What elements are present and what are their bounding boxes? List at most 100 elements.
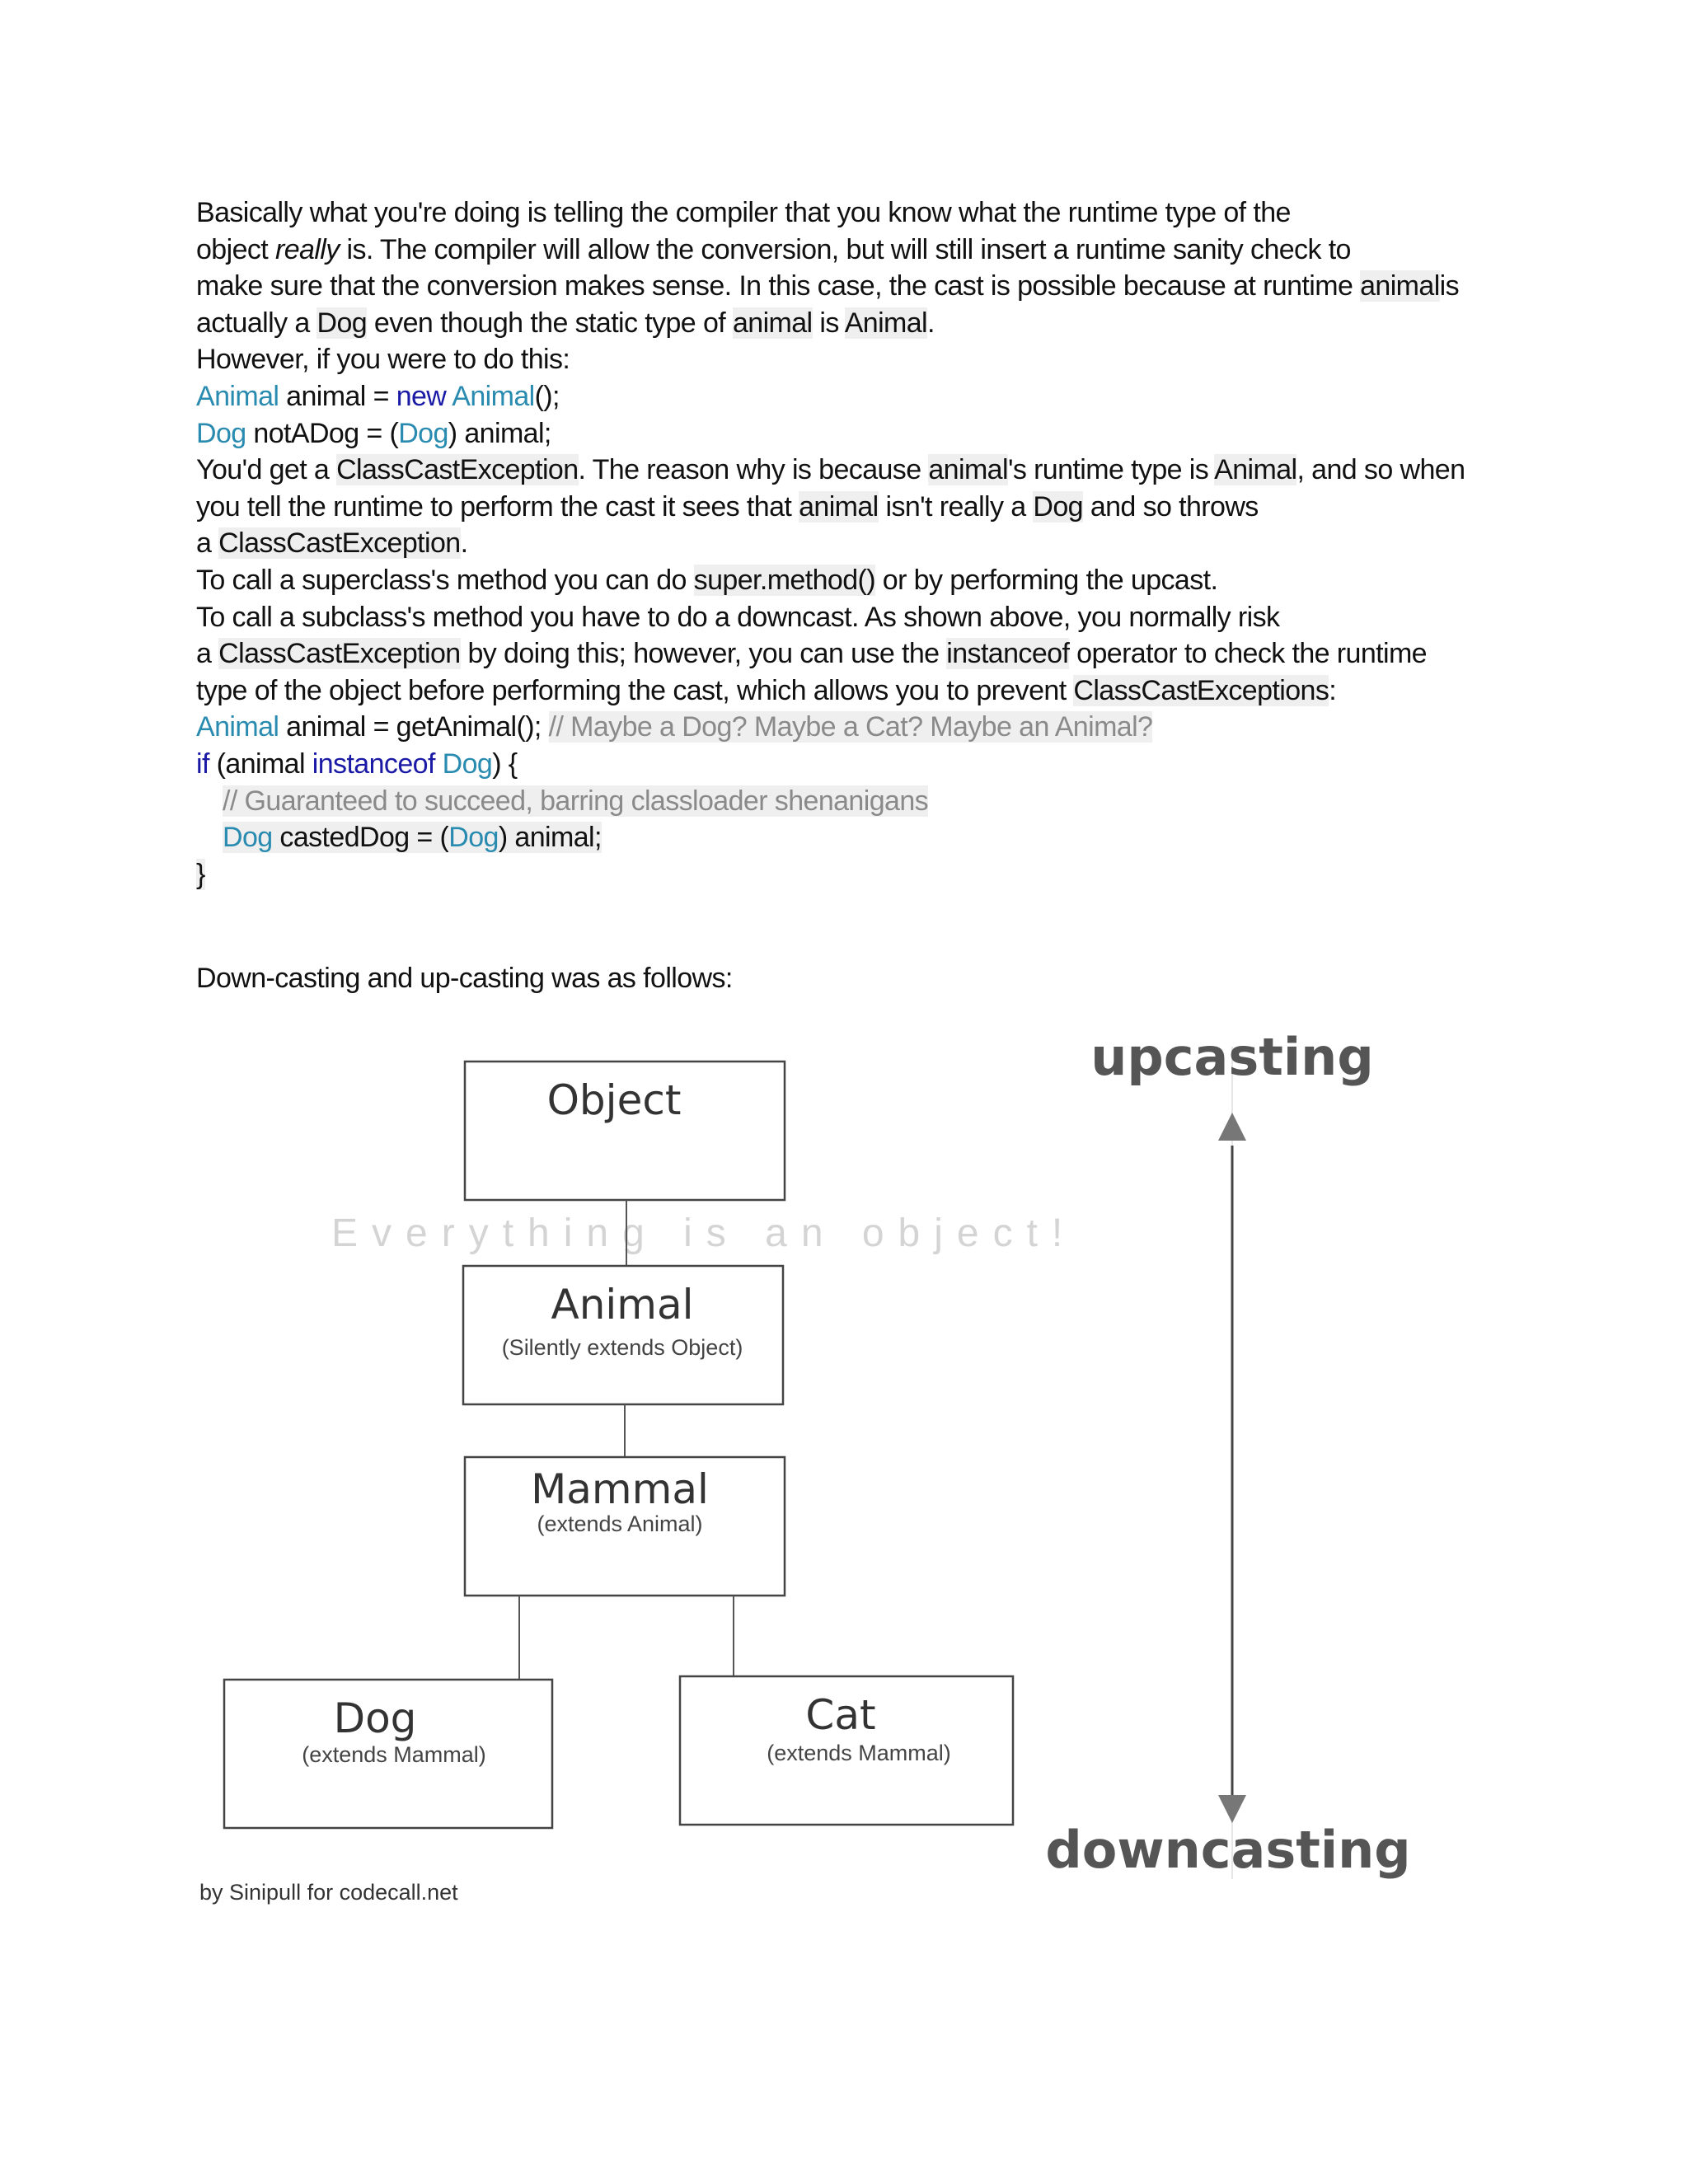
code-keyword: instanceof (312, 748, 436, 780)
down-arrow-icon (1218, 1795, 1246, 1823)
text: type of the object before performing the… (196, 674, 1074, 706)
animal-box (462, 1264, 785, 1406)
inline-code: animal (1360, 270, 1440, 302)
code-text: ) { (492, 748, 518, 780)
inline-code: super.method() (693, 564, 876, 596)
text: . The reason why is because (578, 454, 929, 486)
text: a (196, 638, 219, 670)
text: To call a subclass's method you have to … (196, 601, 1280, 633)
mammal-subtitle: (extends Animal) (537, 1511, 702, 1536)
inline-code: instanceof (946, 638, 1070, 670)
text: You'd get a (196, 454, 337, 486)
code-type: Dog (196, 417, 246, 449)
code-text: animal = (279, 380, 396, 412)
cat-box (678, 1675, 1015, 1826)
watermark-text: Everything is an object! (331, 1212, 1076, 1255)
inline-code: animal (799, 490, 879, 523)
code-text (435, 748, 443, 780)
inline-code: ClassCastException (218, 527, 461, 560)
up-arrow-icon (1218, 1113, 1246, 1141)
downcasting-label: downcasting (1045, 1820, 1410, 1880)
inline-code: ClassCastException (218, 638, 461, 670)
code-text: } (196, 858, 205, 890)
paragraph-line: make sure that the conversion makes sens… (196, 268, 1498, 305)
code-comment: // Maybe a Dog? Maybe a Cat? Maybe an An… (548, 711, 1153, 743)
paragraph-line: However, if you were to do this: (196, 341, 1498, 378)
inline-code: ClassCastException (336, 454, 579, 486)
code-line: Animal animal = new Animal(); (196, 378, 1498, 415)
text: is (812, 307, 845, 339)
code-text: ) animal; (448, 417, 552, 449)
paragraph-line: To call a superclass's method you can do… (196, 562, 1498, 599)
text: actually a (196, 307, 317, 339)
text: isn't really a (878, 490, 1034, 523)
inline-code: ClassCastExceptions (1073, 674, 1329, 706)
credit-text: by Sinipull for codecall.net (199, 1880, 458, 1905)
code-line: if (animal instanceof Dog) { (196, 746, 1498, 783)
upcasting-label: upcasting (1090, 1027, 1373, 1087)
paragraph-line: object really is. The compiler will allo… (196, 232, 1498, 269)
paragraph-line: a ClassCastException. (196, 525, 1498, 562)
animal-title: Animal (551, 1281, 693, 1329)
paragraph-line: you tell the runtime to perform the cast… (196, 489, 1498, 526)
code-keyword: if (196, 748, 209, 780)
code-text: castedDog = ( (272, 822, 449, 854)
article-text: Basically what you're doing is telling t… (196, 194, 1498, 893)
code-line: } (196, 856, 1498, 893)
code-line: Dog notADog = (Dog) animal; (196, 415, 1498, 452)
class-hierarchy-diagram: Object Everything is an object! Animal (… (190, 1005, 1442, 1920)
object-box (463, 1060, 786, 1202)
mammal-box (463, 1455, 786, 1597)
code-type: Dog (398, 417, 448, 449)
text: make sure that the conversion makes sens… (196, 270, 1361, 302)
inline-code: Animal (844, 307, 928, 339)
cat-title: Cat (805, 1691, 875, 1739)
code-text: notADog = ( (246, 417, 399, 449)
code-comment: // Guaranteed to succeed, barring classl… (223, 785, 929, 817)
text: : (1329, 674, 1337, 706)
code-type: Animal (452, 380, 535, 412)
inline-code: Dog (316, 307, 368, 339)
inline-code: animal (732, 307, 813, 339)
text: a (196, 527, 219, 560)
dog-box (223, 1678, 554, 1830)
text: object (196, 233, 275, 265)
dog-title: Dog (334, 1694, 417, 1742)
paragraph-line: a ClassCastException by doing this; howe… (196, 635, 1498, 673)
mammal-title: Mammal (531, 1465, 709, 1513)
paragraph-line: actually a Dog even though the static ty… (196, 305, 1498, 342)
code-text: animal = getAnimal(); (279, 711, 549, 743)
code-text: (animal (209, 748, 312, 780)
code-keyword: new (396, 380, 447, 412)
text: by doing this; however, you can use the (460, 638, 947, 670)
code-text: ) animal; (498, 822, 602, 854)
text: and so throws (1082, 490, 1259, 523)
inline-code: Dog (1033, 490, 1084, 523)
code-text: (); (534, 380, 560, 412)
diagram-canvas: Object Everything is an object! Animal (… (199, 1027, 1411, 1905)
text: . (927, 307, 935, 339)
object-title: Object (547, 1076, 682, 1124)
text: you tell the runtime to perform the cast… (196, 490, 799, 523)
dog-subtitle: (extends Mammal) (302, 1742, 486, 1767)
paragraph-line: type of the object before performing the… (196, 673, 1498, 710)
code-type: Dog (223, 822, 273, 854)
text: is. The compiler will allow the conversi… (339, 233, 1351, 265)
code-type: Dog (448, 822, 499, 854)
text: 's runtime type is (1007, 454, 1215, 486)
diagram-caption: Down-casting and up-casting was as follo… (196, 963, 733, 994)
text: Basically what you're doing is telling t… (196, 197, 1291, 228)
paragraph-line: To call a subclass's method you have to … (196, 599, 1498, 636)
paragraph-line: Basically what you're doing is telling t… (196, 194, 1498, 232)
code-type: Dog (442, 748, 493, 780)
code-line: Dog castedDog = (Dog) animal; (196, 819, 1498, 856)
inline-code: animal (928, 454, 1009, 486)
code-line: Animal animal = getAnimal(); // Maybe a … (196, 709, 1498, 746)
cat-subtitle: (extends Mammal) (767, 1741, 951, 1765)
text: , and so when (1296, 454, 1465, 486)
text: is (1439, 270, 1460, 302)
animal-subtitle: (Silently extends Object) (502, 1335, 743, 1360)
text: . (460, 527, 468, 560)
paragraph-line: You'd get a ClassCastException. The reas… (196, 452, 1498, 489)
text: or by performing the upcast. (874, 564, 1218, 596)
